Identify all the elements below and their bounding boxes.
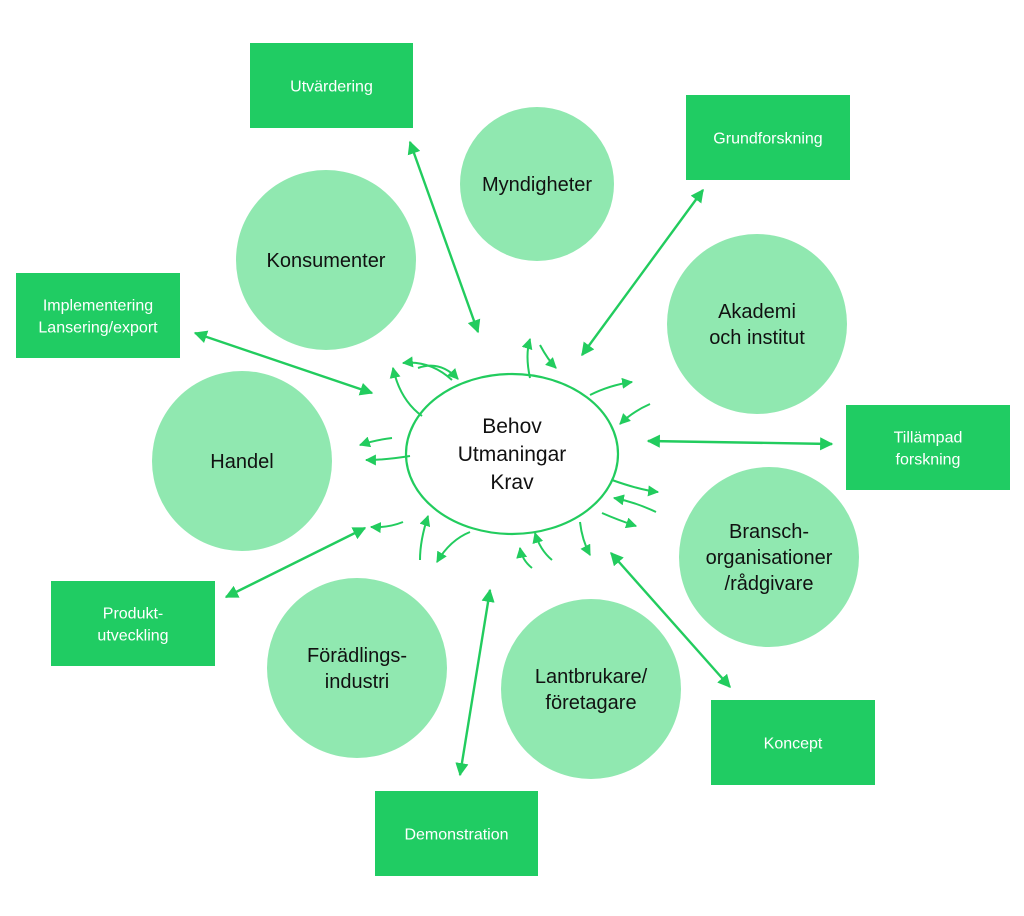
stage-tillampad: Tillämpad forskning xyxy=(846,405,1010,490)
stage-label: Produkt- xyxy=(103,606,163,623)
stage-label: Koncept xyxy=(764,736,823,753)
stage-label: Demonstration xyxy=(404,827,508,844)
radial-arrow xyxy=(579,521,591,556)
stage-label: Grundforskning xyxy=(713,131,822,148)
radial-arrow xyxy=(369,521,404,534)
stakeholder-label: Lantbrukare/ xyxy=(535,666,648,688)
stakeholder-label: /rådgivare xyxy=(725,573,814,595)
stakeholder-label: Förädlings- xyxy=(307,645,407,667)
stakeholder-lantbrukare: Lantbrukare/företagare xyxy=(501,599,681,779)
double-arrow xyxy=(224,526,367,599)
double-arrow xyxy=(610,552,731,688)
radial-arrow xyxy=(358,436,393,448)
stakeholder-circle xyxy=(267,578,447,758)
radial-arrow xyxy=(417,364,459,380)
radial-arrow xyxy=(516,546,533,569)
stage-label: Lansering/export xyxy=(38,320,158,337)
radial-arrow xyxy=(611,479,660,497)
double-arrow xyxy=(455,588,495,777)
connector-arrows xyxy=(193,140,834,777)
radial-arrow xyxy=(521,337,533,379)
radial-arrow xyxy=(539,344,557,369)
stakeholder-konsumenter: Konsumenter xyxy=(236,170,416,350)
radial-arrow xyxy=(436,531,471,563)
stage-label: utveckling xyxy=(97,628,168,645)
stage-utvardering: Utvärdering xyxy=(250,43,413,128)
radial-arrow xyxy=(389,366,423,417)
stakeholder-label: Myndigheter xyxy=(482,174,592,196)
stage-box xyxy=(686,95,850,180)
double-arrow xyxy=(407,140,481,334)
stakeholder-circle xyxy=(667,234,847,414)
stakeholder-circle xyxy=(501,599,681,779)
stakeholder-label: Handel xyxy=(210,451,273,473)
stakeholder-handel: Handel xyxy=(152,371,332,551)
stage-label: Utvärdering xyxy=(290,79,373,96)
double-arrow xyxy=(581,188,704,357)
stage-demonstration: Demonstration xyxy=(375,791,538,876)
radial-arrow xyxy=(612,494,657,513)
center-label: Utmaningar xyxy=(458,443,567,466)
radial-arrow xyxy=(419,514,431,561)
stage-koncept: Koncept xyxy=(711,700,875,785)
stage-box xyxy=(375,791,538,876)
center-label: Krav xyxy=(490,471,534,494)
stage-box xyxy=(250,43,413,128)
center-label: Behov xyxy=(482,415,542,438)
stage-box xyxy=(51,581,215,666)
stakeholder-myndigheter: Myndigheter xyxy=(460,107,614,261)
stakeholder-akademi: Akademi och institut xyxy=(667,234,847,414)
stakeholder-circle xyxy=(152,371,332,551)
radial-arrows xyxy=(358,337,660,569)
stakeholder-label: Konsumenter xyxy=(267,250,386,272)
radial-arrow xyxy=(589,377,634,396)
radial-arrow xyxy=(364,454,411,466)
center-ellipse xyxy=(404,372,620,536)
stakeholder-label: företagare xyxy=(545,692,636,714)
stage-label: Tillämpad xyxy=(894,430,963,447)
stakeholder-label: och institut xyxy=(709,327,805,349)
stage-box xyxy=(711,700,875,785)
double-arrow xyxy=(193,330,374,396)
stakeholder-circle xyxy=(236,170,416,350)
radial-arrow xyxy=(619,403,651,425)
radial-arrow xyxy=(532,531,553,561)
stage-grundforskning: Grundforskning xyxy=(686,95,850,180)
stage-box xyxy=(16,273,180,358)
stage-label: forskning xyxy=(896,452,961,469)
stakeholder-circle xyxy=(460,107,614,261)
radial-arrow xyxy=(601,512,638,529)
stakeholder-label: industri xyxy=(325,671,389,693)
double-arrow xyxy=(646,434,834,451)
stakeholder-label: organisationer xyxy=(706,547,833,569)
stage-box xyxy=(846,405,1010,490)
stakeholder-label: Akademi xyxy=(718,301,796,323)
stage-label: Implementering xyxy=(43,298,153,315)
stakeholder-bransch: Bransch-organisationer/rådgivare xyxy=(679,467,859,647)
stage-produkt: Produkt-utveckling xyxy=(51,581,215,666)
stakeholder-foradling: Förädlings-industri xyxy=(267,578,447,758)
stakeholder-label: Bransch- xyxy=(729,521,809,543)
